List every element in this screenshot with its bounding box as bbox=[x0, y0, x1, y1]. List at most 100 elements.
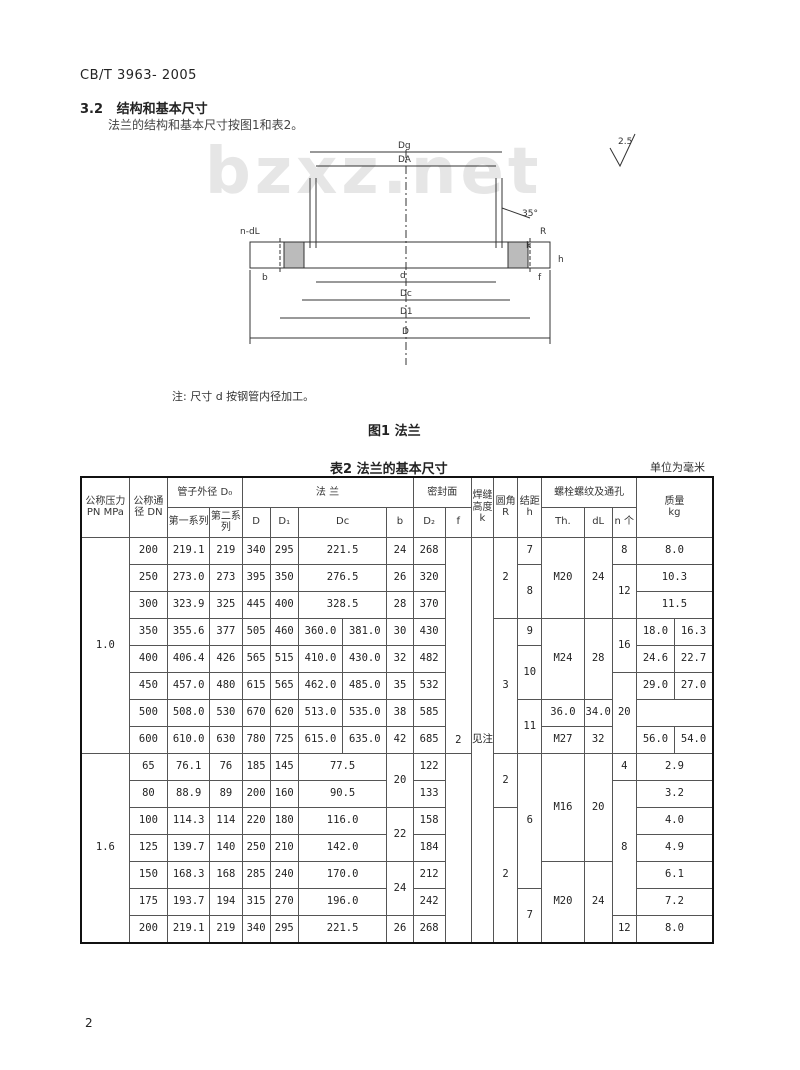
cell-Dc: 77.5 bbox=[297, 752, 388, 781]
header-Dc: Dc bbox=[297, 506, 388, 538]
cell-dn: 200 bbox=[128, 914, 169, 943]
cell-s1: 76.1 bbox=[167, 752, 211, 781]
cell-D: 285 bbox=[241, 860, 271, 889]
table-row: 200 219.1 219 340 295 221.5 26 268 12 8.… bbox=[81, 914, 714, 943]
table-row: 1.6 65 76.1 76 185 145 77.5 20 122 2 6 M… bbox=[80, 752, 714, 943]
cell-h: 6 bbox=[517, 752, 543, 889]
cell-b: 20 bbox=[386, 752, 414, 808]
header-step: 结距 h bbox=[517, 476, 543, 538]
cell-s1: 114.3 bbox=[167, 806, 211, 835]
header-seal: 密封面 bbox=[412, 476, 472, 508]
cell-Dc: 615.0 bbox=[297, 725, 344, 754]
cell-n: 12 bbox=[611, 563, 637, 619]
header-mass-text: 质量 bbox=[664, 495, 685, 507]
cell-D: 565 bbox=[241, 644, 271, 673]
header-weld: 焊缝高度 k bbox=[470, 476, 495, 538]
cell-D: 340 bbox=[241, 914, 271, 943]
cell-D2: 158 bbox=[412, 806, 446, 835]
label-R: R bbox=[540, 227, 546, 237]
cell-D1: 350 bbox=[269, 563, 299, 592]
cell-dn: 300 bbox=[128, 590, 169, 619]
cell-Dc2: 535.0 bbox=[342, 698, 388, 727]
cell-D1: 515 bbox=[269, 644, 299, 673]
cell-D1: 460 bbox=[269, 617, 299, 646]
header-D1: D₁ bbox=[269, 506, 299, 538]
cell-R: 2 bbox=[493, 536, 519, 619]
cell-f bbox=[444, 752, 472, 943]
header-h: h bbox=[526, 507, 533, 519]
cell-s1: 457.0 bbox=[167, 671, 211, 700]
cell-s1: 273.0 bbox=[167, 563, 211, 592]
cell-b: 38 bbox=[386, 698, 414, 727]
cell-f: 2 bbox=[444, 536, 472, 754]
cell-Th: M20 bbox=[541, 536, 585, 619]
cell-b: 30 bbox=[386, 617, 414, 646]
flange-drawing: Dg DA 35° n-dL b d Dc D1 D R k f h 2.5 bbox=[240, 133, 636, 365]
cell-n: 12 bbox=[611, 914, 637, 943]
cell-s2: 325 bbox=[209, 590, 243, 619]
cell-mass2: 34.0 bbox=[583, 698, 613, 727]
cell-n: 16 bbox=[611, 617, 637, 673]
cell-dL: 20 bbox=[583, 752, 613, 862]
cell-D1: 295 bbox=[269, 536, 299, 565]
cell-D2: 122 bbox=[412, 752, 446, 781]
cell-mass: 3.2 bbox=[635, 779, 714, 808]
cell-dL: 24 bbox=[583, 860, 613, 943]
cell-b: 32 bbox=[386, 644, 414, 673]
cell-h: 7 bbox=[517, 536, 543, 565]
cell-s2: 630 bbox=[209, 725, 243, 754]
cell-mass2: 27.0 bbox=[674, 671, 714, 700]
cell-dn: 400 bbox=[128, 644, 169, 673]
cell-b: 24 bbox=[386, 536, 414, 565]
cell-R: 2 bbox=[493, 806, 519, 943]
cell-dL: 28 bbox=[583, 617, 613, 700]
header-mass-unit: kg bbox=[668, 507, 681, 519]
header-dn: 公称通径 DN bbox=[128, 476, 169, 538]
cell-D1: 160 bbox=[269, 779, 299, 808]
header-fillet: 圆角 R bbox=[493, 476, 519, 538]
section-number: 3.2 bbox=[80, 102, 104, 117]
cell-Dc: 142.0 bbox=[297, 833, 388, 862]
cell-Th: M20 bbox=[541, 860, 585, 943]
cell-Dc2: 381.0 bbox=[342, 617, 388, 646]
table-row: 600 610.0 630 780 725 615.0 635.0 42 685… bbox=[81, 725, 714, 754]
header-bolt: 螺栓螺纹及通孔 bbox=[541, 476, 637, 508]
cell-s1: 355.6 bbox=[167, 617, 211, 646]
cell-mass2: 22.7 bbox=[674, 644, 714, 673]
cell-Dc2: 485.0 bbox=[342, 671, 388, 700]
cell-h: 7 bbox=[517, 887, 543, 943]
cell-D1: 210 bbox=[269, 833, 299, 862]
cell-mass: 6.1 bbox=[635, 860, 714, 889]
cell-mass: 8.0 bbox=[635, 914, 714, 943]
cell-mass: 7.2 bbox=[635, 887, 714, 916]
cell-s2: 89 bbox=[209, 779, 243, 808]
cell-D2: 212 bbox=[412, 860, 446, 889]
cell-s1: 88.9 bbox=[167, 779, 211, 808]
table-row: 350 355.6 377 505 460 360.0 381.0 30 430… bbox=[81, 617, 714, 754]
header-weld-text: 焊缝高度 bbox=[472, 490, 493, 513]
cell-s1: 139.7 bbox=[167, 833, 211, 862]
cell-Dc: 196.0 bbox=[297, 887, 388, 916]
cell-b: 24 bbox=[386, 860, 414, 916]
section-title: 结构和基本尺寸 bbox=[116, 102, 208, 117]
cell-D1: 145 bbox=[269, 752, 299, 781]
cell-mass: 24.6 bbox=[635, 644, 676, 673]
cell-s1: 168.3 bbox=[167, 860, 211, 889]
cell-D2: 242 bbox=[412, 887, 446, 916]
cell-mass: 36.0 bbox=[541, 698, 585, 727]
cell-mass2: 54.0 bbox=[674, 725, 714, 754]
cell-b: 28 bbox=[386, 590, 414, 619]
cell-D1: 270 bbox=[269, 887, 299, 916]
cell-n: 20 bbox=[611, 671, 637, 754]
label-Dc: Dc bbox=[400, 289, 412, 299]
cell-s2: 377 bbox=[209, 617, 243, 646]
cell-D2: 268 bbox=[412, 914, 446, 943]
table-unit: 单位为毫米 bbox=[650, 461, 705, 474]
cell-D: 505 bbox=[241, 617, 271, 646]
cell-Dc2: 635.0 bbox=[342, 725, 388, 754]
cell-Dc: 462.0 bbox=[297, 671, 344, 700]
cell-dL: 32 bbox=[583, 725, 613, 754]
header-D: D bbox=[241, 506, 271, 538]
watermark: bzxz.net bbox=[205, 135, 543, 209]
label-b: b bbox=[262, 273, 268, 283]
